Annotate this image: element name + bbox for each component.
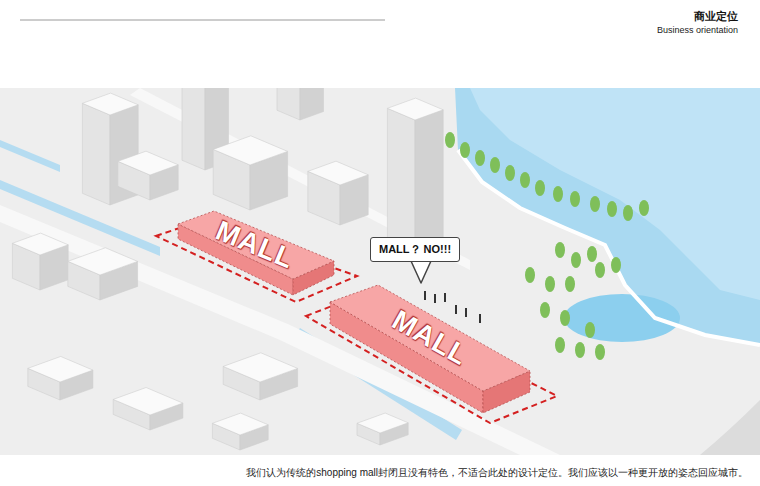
mall-face: [178, 211, 334, 279]
page-title: 商业定位: [657, 9, 738, 24]
mall-face: [330, 302, 483, 413]
mall-block: MALL: [150, 205, 362, 305]
title-block: 商业定位Business orientation: [657, 9, 738, 35]
speech-bubble: MALL？ NO!!!: [370, 237, 460, 262]
subtitle: Business orientation: [657, 25, 738, 35]
mall-face: [330, 285, 530, 391]
caption: 我们认为传统的shopping mall封闭且没有特色，不适合此处的设计定位。我…: [246, 466, 748, 480]
mall-block: MALL: [300, 280, 562, 426]
bubble-text: MALL？ NO!!!: [379, 242, 451, 257]
